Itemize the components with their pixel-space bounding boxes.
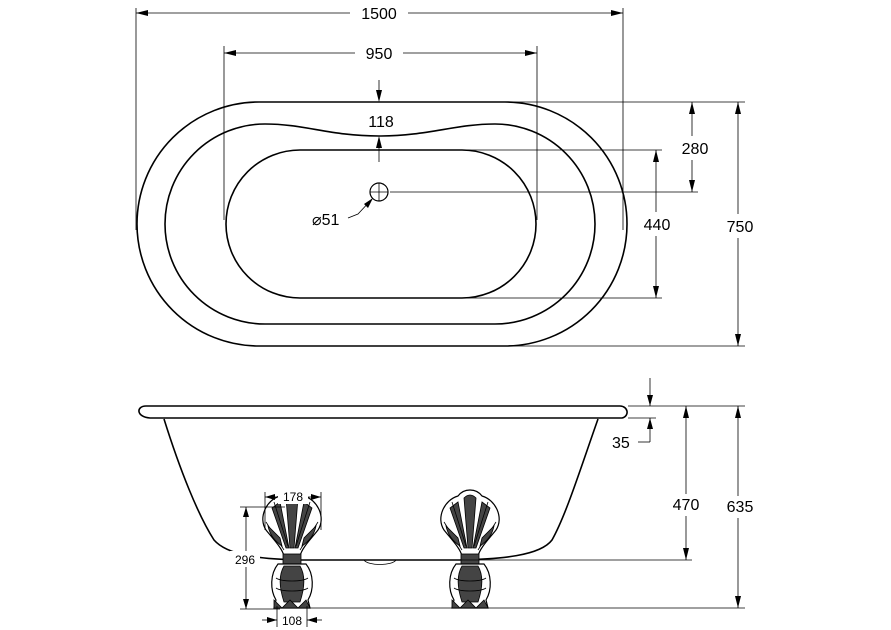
dimension-bath-depth: 470: [460, 405, 706, 561]
dim-label-280: 280: [682, 141, 709, 158]
dim-label-950: 950: [366, 46, 393, 63]
dimension-foot-width: 178: [264, 488, 322, 530]
rim-profile: [138, 405, 628, 419]
dim-label-470: 470: [673, 497, 700, 514]
dimension-overall-length: 1500: [135, 6, 624, 230]
dim-label-diameter: ⌀51: [312, 212, 340, 229]
claw-foot-left: [262, 489, 322, 609]
plan-view: [136, 101, 628, 347]
dim-label-118: 118: [368, 114, 394, 131]
rim-inner-outline: [164, 123, 596, 325]
dimension-waste-offset: 280: [390, 101, 716, 193]
dimension-rim-height: 35: [612, 378, 656, 452]
claw-foot-right: [440, 489, 500, 609]
dimension-inner-width: 440: [462, 149, 678, 299]
dim-label-108: 108: [282, 614, 302, 628]
outer-rim-outline: [136, 101, 628, 347]
dim-label-635: 635: [727, 499, 754, 516]
dim-label-178: 178: [283, 490, 303, 504]
dimension-overall-width: 750: [505, 101, 760, 347]
dimension-inner-length: 950: [223, 46, 538, 220]
dimension-waste-diameter: ⌀51: [312, 198, 373, 229]
dim-label-1500: 1500: [361, 6, 397, 23]
waste-outlet: [369, 182, 389, 202]
dim-label-35: 35: [612, 435, 630, 452]
basin-outline: [225, 149, 537, 299]
dimension-overall-height: 635: [310, 405, 760, 609]
side-elevation: [138, 405, 628, 565]
dim-label-440: 440: [644, 217, 671, 234]
dim-label-750: 750: [727, 219, 754, 236]
bath-body-outline: [163, 418, 599, 561]
dimension-tip-offset: 118: [368, 80, 394, 162]
dim-label-296: 296: [235, 553, 255, 567]
dimension-foot-height: 296: [230, 506, 285, 610]
dimension-foot-base: 108: [262, 606, 322, 628]
